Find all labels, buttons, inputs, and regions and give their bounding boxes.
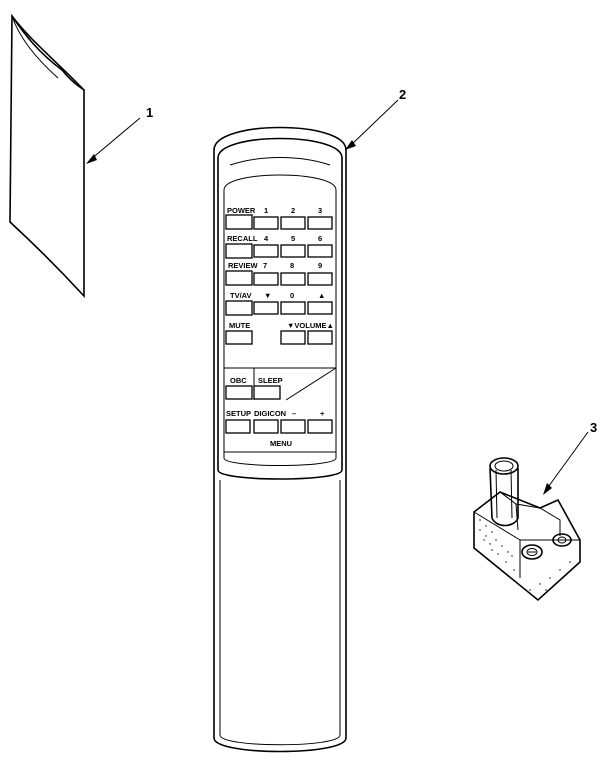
channel-down-key [253,301,279,315]
callout-2: 2 [345,87,406,150]
key-label-power: POWER [227,206,256,215]
key-label-2: 2 [291,206,295,215]
key-9 [307,272,333,286]
callout-label-1: 1 [146,105,153,120]
key-4 [253,244,279,258]
key-label-volume: ▼VOLUME▲ [287,321,334,330]
instruction-sheet [9,13,85,299]
adapter-texture [479,519,571,591]
key-label-tvav: TV/AV [230,291,252,300]
remote-control: POWER 1 2 3 RECALL 4 5 6 REVIEW 7 8 9 TV… [213,126,347,753]
key-6 [307,244,333,258]
callout-3: 3 [543,420,597,495]
key-label-1: 1 [264,206,268,215]
volume-down-key [280,330,306,345]
key-label-plus: + [320,409,325,418]
key-label-recall: RECALL [227,234,258,243]
setup-key [225,419,251,434]
sleep-key [253,385,281,400]
callout-1: 1 [86,105,153,164]
review-key [225,270,253,286]
key-label-0: 0 [290,291,294,300]
channel-up-key [307,301,333,315]
key-label-setup: SETUP [226,409,251,418]
antenna-adapter [473,457,581,602]
key-label-obc: OBC [230,376,247,385]
callout-label-3: 3 [590,420,597,435]
remote-keys [225,214,333,434]
key-0 [280,301,306,315]
key-label-3: 3 [318,206,322,215]
minus-key [280,419,306,434]
key-label-6: 6 [318,234,322,243]
callout-label-2: 2 [399,87,406,102]
key-label-9: 9 [318,261,322,270]
key-3 [307,216,333,230]
tvav-key [225,300,253,316]
key-7 [253,272,279,286]
key-label-sleep: SLEEP [258,376,283,385]
key-label-review: REVIEW [228,261,259,270]
key-label-channel-up: ▲ [318,291,325,300]
key-label-4: 4 [264,234,269,243]
key-1 [253,216,279,230]
mute-key [225,330,253,345]
key-label-digicon: DIGICON [254,409,286,418]
key-label-channel-down: ▼ [264,291,271,300]
key-label-7: 7 [263,261,267,270]
key-label-8: 8 [290,261,294,270]
key-label-5: 5 [291,234,295,243]
plus-key [307,419,333,434]
key-5 [280,244,306,258]
key-8 [280,272,306,286]
obc-key [225,385,253,400]
key-label-mute: MUTE [229,321,250,330]
volume-up-key [307,330,333,345]
key-label-minus: – [292,409,296,418]
key-label-menu: MENU [270,439,292,448]
key-2 [280,216,306,230]
digicon-key [253,419,279,434]
power-key [225,214,253,230]
recall-key [225,243,253,259]
